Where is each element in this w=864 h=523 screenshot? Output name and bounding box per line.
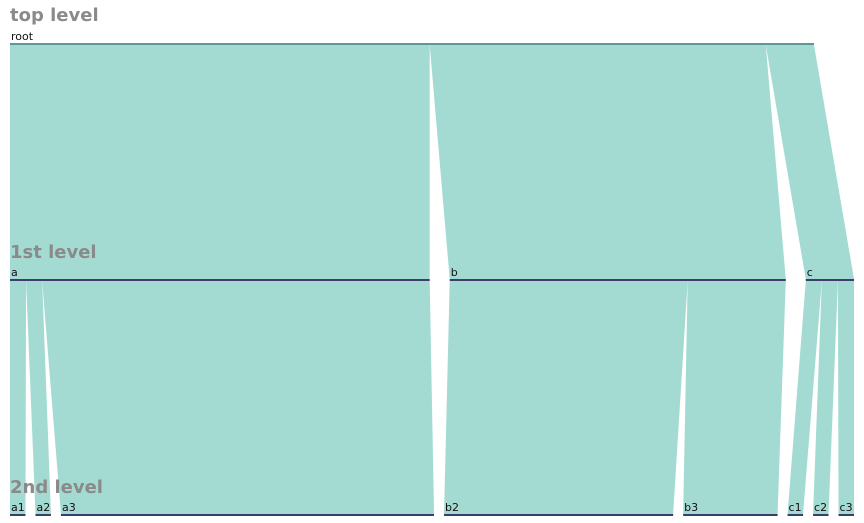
flow-a-to-a3 <box>42 281 435 514</box>
node-label-layer: root a b c a1 a2 a3 b2 b3 c1 c2 c3 <box>11 30 853 514</box>
node-label-b3: b3 <box>684 501 698 514</box>
flow-c-to-c2 <box>813 281 838 514</box>
node-bar-a <box>10 279 430 281</box>
level-title-first: 1st level <box>10 242 97 263</box>
flow-a-to-a1 <box>10 281 27 514</box>
level-title-top: top level <box>10 5 99 26</box>
node-label-a3: a3 <box>62 501 76 514</box>
node-bar-a1 <box>10 514 26 516</box>
node-bar-c1 <box>787 514 804 516</box>
node-bar-b2 <box>444 514 674 516</box>
node-bar-c <box>805 279 854 281</box>
node-bar-a2 <box>35 514 51 516</box>
node-label-b: b <box>451 266 458 279</box>
node-bar-c2 <box>813 514 829 516</box>
node-label-root: root <box>11 30 34 43</box>
node-label-c2: c2 <box>814 501 827 514</box>
flow-root-to-a <box>10 45 430 279</box>
node-label-b2: b2 <box>445 501 459 514</box>
flow-c-to-c3 <box>837 281 854 514</box>
node-label-c3: c3 <box>840 501 853 514</box>
level-title-second: 2nd level <box>10 477 103 498</box>
node-bar-b <box>449 279 786 281</box>
node-label-c: c <box>807 266 813 279</box>
node-bar-root <box>10 43 814 45</box>
flow-c-to-c1 <box>787 281 822 514</box>
flow-a-to-a2 <box>26 281 51 514</box>
node-bar-a3 <box>60 514 435 516</box>
node-bar-b3 <box>683 514 778 516</box>
flow-root-to-c <box>765 45 854 279</box>
flow-b-to-b3 <box>683 281 786 514</box>
node-label-c1: c1 <box>789 501 802 514</box>
node-bar-c3 <box>838 514 854 516</box>
node-bar-layer <box>10 43 854 516</box>
flow-layer <box>10 45 854 514</box>
flow-b-to-b2 <box>444 281 688 514</box>
flow-root-to-b <box>429 45 786 279</box>
node-label-a1: a1 <box>11 501 25 514</box>
node-label-a: a <box>11 266 18 279</box>
node-label-a2: a2 <box>36 501 50 514</box>
